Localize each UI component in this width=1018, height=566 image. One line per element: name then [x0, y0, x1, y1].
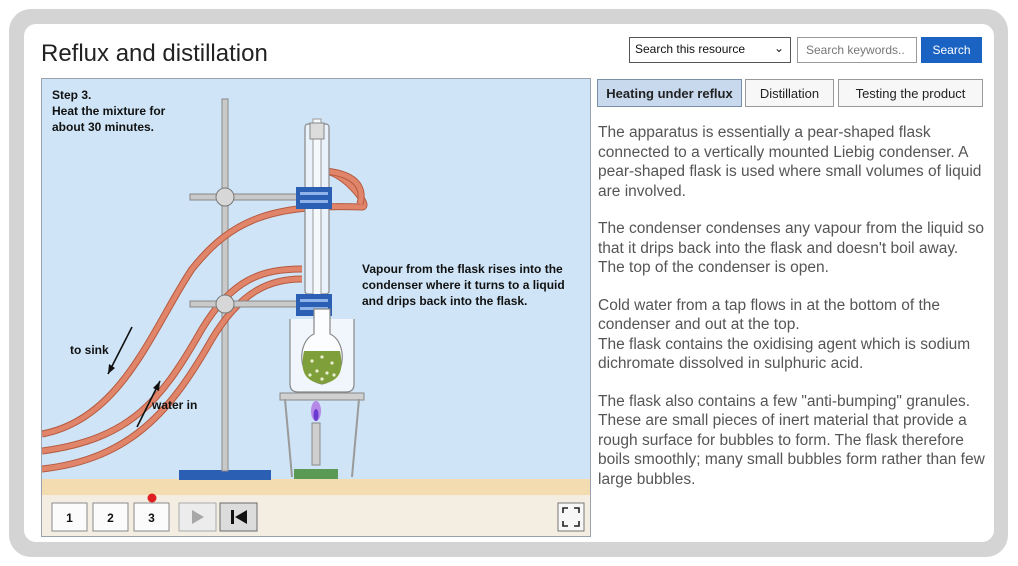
paragraph-cold-water: Cold water from a tap flows in at the bo… — [598, 296, 941, 334]
play-icon — [192, 510, 204, 524]
condenser-top-joint — [309, 122, 325, 140]
search-scope-select[interactable]: Search this resource ⌄ — [629, 37, 791, 63]
upper-clamp-stripe-2 — [300, 200, 328, 203]
step-button-2[interactable]: 2 — [92, 502, 129, 532]
search-scope-value: Search this resource — [635, 42, 746, 56]
upper-boss-head — [215, 187, 235, 207]
burner-barrel — [311, 422, 321, 466]
step-button-2-label: 2 — [107, 511, 114, 525]
upper-clamp-stripe — [300, 192, 328, 195]
tripod-gauze — [279, 392, 365, 401]
step-button-3-label: 3 — [148, 511, 155, 525]
arrow-to-sink-head — [108, 364, 115, 374]
burner-base — [294, 469, 338, 479]
tab-testing-the-product[interactable]: Testing the product — [838, 79, 983, 107]
lower-clamp-arm — [189, 300, 306, 308]
animation-stage: Step 3. Heat the mixture for about 30 mi… — [41, 78, 591, 537]
paragraph-oxidising-agent: The flask contains the oxidising agent w… — [598, 335, 971, 373]
rewind-button[interactable] — [219, 502, 258, 532]
paragraph-condenser: The condenser condenses any vapour from … — [598, 220, 985, 276]
label-water-in: water in — [151, 398, 197, 412]
fullscreen-icon — [562, 507, 580, 527]
page-title: Reflux and distillation — [41, 40, 268, 67]
stand-base — [179, 470, 271, 480]
annotation-line-2: condenser where it turns to a liquid — [362, 278, 565, 292]
reflux-description: The apparatus is essentially a pear-shap… — [598, 123, 986, 507]
lower-boss-head — [215, 294, 235, 314]
burner-flame-core — [313, 409, 319, 421]
tube-second — [42, 276, 303, 472]
lower-clamp-stripe — [300, 299, 328, 302]
paragraph-anti-bumping: The flask also contains a few "anti-bump… — [598, 392, 985, 488]
apparatus-diagram: Step 3. Heat the mixture for about 30 mi… — [42, 79, 590, 536]
arrow-water-in-head — [153, 381, 160, 391]
step-button-1[interactable]: 1 — [51, 502, 88, 532]
step-line-1: Heat the mixture for — [52, 104, 166, 118]
bench — [42, 479, 590, 495]
step-title: Step 3. — [52, 88, 91, 102]
fullscreen-button[interactable] — [557, 502, 585, 532]
rewind-arrow-icon — [235, 510, 247, 524]
tab-distillation[interactable]: Distillation — [745, 79, 834, 107]
tab-heating-under-reflux[interactable]: Heating under reflux — [597, 79, 742, 107]
step-button-1-label: 1 — [66, 511, 73, 525]
stand-rod — [221, 98, 229, 472]
current-step-indicator — [147, 493, 157, 503]
chevron-down-icon: ⌄ — [773, 41, 784, 55]
search-input[interactable] — [797, 37, 917, 63]
upper-clamp-arm — [189, 193, 306, 201]
upper-clamp-jaw — [296, 187, 332, 209]
paragraph-apparatus: The apparatus is essentially a pear-shap… — [598, 124, 982, 200]
annotation-line-1: Vapour from the flask rises into the — [362, 262, 563, 276]
tube-water-in — [42, 266, 303, 454]
label-to-sink: to sink — [70, 343, 109, 357]
step-button-3[interactable]: 3 — [133, 502, 170, 532]
flask-liquid — [302, 351, 342, 384]
tripod-leg-left — [284, 398, 293, 478]
search-button[interactable]: Search — [921, 37, 982, 63]
step-line-2: about 30 minutes. — [52, 120, 154, 134]
control-bar — [42, 495, 590, 536]
condenser-inner-tube — [312, 118, 322, 310]
anti-bumping-granules — [308, 355, 336, 381]
play-button[interactable] — [178, 502, 217, 532]
tripod-leg-right — [351, 398, 360, 478]
rewind-to-start-icon — [231, 510, 234, 524]
annotation-line-3: and drips back into the flask. — [362, 294, 527, 308]
